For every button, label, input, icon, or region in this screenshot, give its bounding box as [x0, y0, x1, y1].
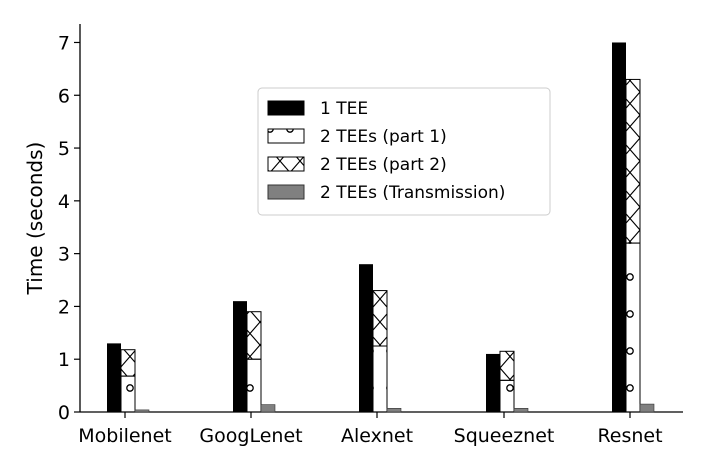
legend-swatch [267, 100, 305, 116]
bar-1tee [612, 42, 626, 412]
legend-swatch [267, 128, 305, 144]
bar-2tees-part2 [625, 78, 641, 244]
y-tick-label: 4 [58, 191, 70, 213]
legend-label: 2 TEEs (Transmission) [320, 183, 505, 203]
bar-2tees-transmission [134, 409, 150, 413]
legend-label: 1 TEE [320, 99, 368, 119]
bar-2tees-part1 [499, 379, 515, 413]
y-tick-label: 7 [58, 32, 70, 54]
bar-2tees-part1 [246, 358, 262, 413]
legend-label: 2 TEEs (part 1) [320, 127, 447, 147]
x-tick-label: Squeeznet [454, 425, 555, 447]
x-tick-label: Mobilenet [78, 425, 172, 447]
legend-frame [257, 87, 551, 216]
bar-2tees-transmission [386, 408, 402, 413]
bar-2tees-part1 [120, 375, 136, 413]
bar-2tees-part2 [120, 349, 136, 377]
y-tick-label: 1 [58, 349, 70, 371]
bar-2tees-transmission [260, 404, 276, 413]
y-tick-label: 3 [58, 244, 70, 266]
bar-2tees-part1 [625, 242, 641, 413]
legend: 1 TEE 2 TEEs (part 1) 2 TEEs (part 2) 2 TEE… [257, 87, 551, 216]
bar-2tees-part1 [372, 345, 388, 413]
y-tick-label: 0 [58, 402, 70, 424]
x-tick-label: Alexnet [341, 425, 413, 447]
x-tick-label: GoogLenet [199, 425, 302, 447]
y-tick-label: 6 [58, 85, 70, 107]
legend-swatch [267, 156, 305, 172]
bar-2tees-part2 [499, 350, 515, 381]
y-axis-label: Time (seconds) [23, 142, 47, 296]
bar-2tees-transmission [639, 403, 655, 413]
y-tick-label: 2 [58, 296, 70, 318]
y-tick-label: 5 [58, 138, 70, 160]
bar-2tees-part2 [246, 311, 262, 360]
legend-label: 2 TEEs (part 2) [320, 155, 447, 175]
legend-swatch [267, 184, 305, 200]
bar-2tees-part2 [372, 290, 388, 347]
bar-1tee [107, 343, 121, 412]
x-tick-label: Resnet [597, 425, 662, 447]
bar-2tees-transmission [513, 408, 529, 413]
bar-1tee [486, 353, 500, 412]
bar-1tee [359, 264, 373, 412]
bar-1tee [233, 301, 247, 412]
